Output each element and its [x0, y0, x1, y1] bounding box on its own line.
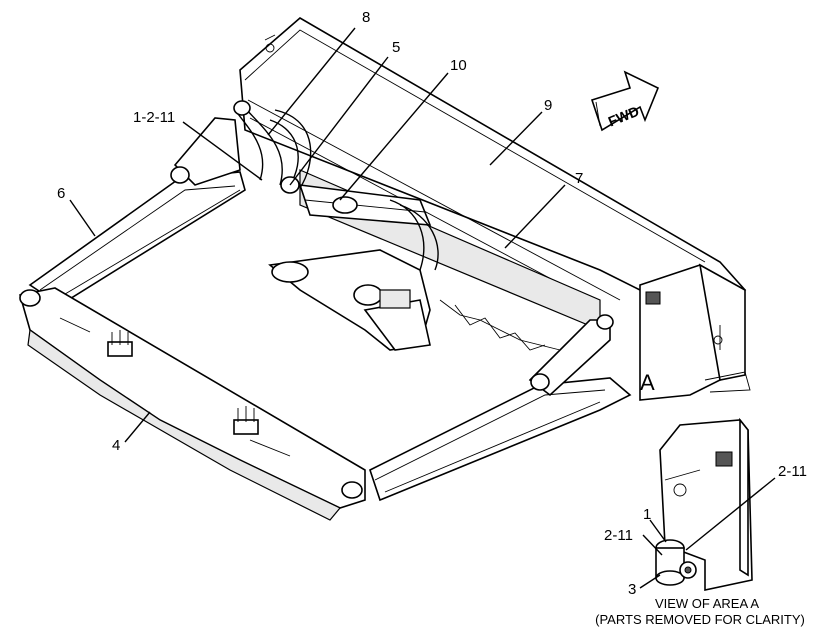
callout-2-11-left: 2-11 [604, 527, 633, 544]
hydraulic-hoses [233, 100, 439, 271]
tilt-cylinder [298, 184, 432, 226]
callout-3: 3 [628, 581, 636, 598]
callout-4: 4 [112, 437, 120, 454]
leader-lines [69, 27, 566, 443]
callout-6: 6 [57, 185, 65, 202]
detail-caption-note: (PARTS REMOVED FOR CLARITY) [595, 612, 805, 627]
callout-5: 5 [392, 39, 400, 56]
detail-view-area-a [639, 417, 776, 591]
center-frame [268, 249, 431, 351]
callout-9: 9 [544, 97, 552, 114]
callout-1-2-11: 1-2-11 [133, 109, 175, 126]
cutting-edge [439, 299, 561, 351]
callout-2-11-right: 2-11 [778, 463, 807, 480]
push-arm-right [369, 377, 632, 502]
callout-7: 7 [575, 170, 583, 187]
callout-8: 8 [362, 9, 370, 26]
trunnion-bracket-right [233, 406, 259, 435]
c-frame-beam [18, 287, 366, 521]
callout-1: 1 [643, 506, 651, 523]
detail-caption-title: VIEW OF AREA A [655, 596, 759, 611]
tilt-brace-right [528, 314, 614, 397]
end-plate-right [639, 263, 751, 401]
tilt-brace-left [170, 117, 241, 186]
forward-arrow-icon [590, 70, 660, 132]
trunnion-bracket-left [107, 330, 133, 357]
callout-10: 10 [450, 57, 467, 74]
callout-area-a: A [640, 370, 655, 395]
